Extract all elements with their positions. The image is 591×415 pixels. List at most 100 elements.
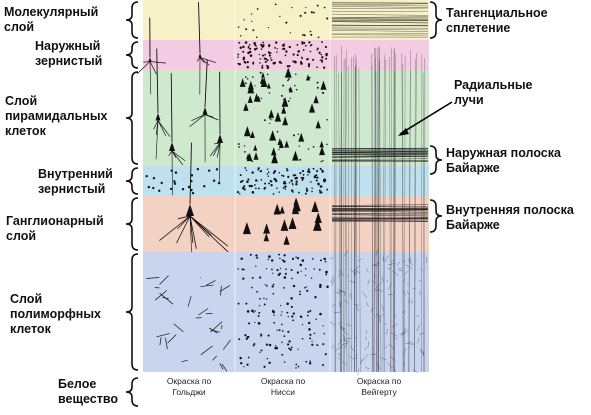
nissl-cell bbox=[251, 13, 252, 14]
nissl-cell bbox=[276, 51, 277, 52]
nissl-cell bbox=[317, 345, 318, 346]
nissl-cell bbox=[262, 45, 264, 47]
nissl-cell bbox=[255, 42, 256, 43]
nissl-cell bbox=[283, 260, 285, 262]
nissl-cell bbox=[322, 325, 323, 326]
nissl-cell bbox=[259, 305, 260, 306]
nissl-cell bbox=[268, 335, 270, 337]
nissl-cell bbox=[268, 45, 270, 47]
nissl-cell bbox=[321, 161, 323, 163]
nissl-cell bbox=[326, 144, 327, 145]
nissl-cell bbox=[292, 184, 294, 186]
nissl-cell bbox=[247, 66, 249, 68]
nissl-cell bbox=[309, 360, 311, 362]
nissl-cell bbox=[292, 183, 293, 184]
label-pyramidal-layer: Слой пирамидальных клеток bbox=[5, 94, 107, 139]
golgi-granule-cell bbox=[175, 171, 177, 173]
nissl-cell bbox=[269, 92, 270, 93]
nissl-cell bbox=[295, 177, 298, 180]
nissl-cell bbox=[310, 51, 312, 53]
label-outer-granular: Наружный зернистый bbox=[35, 39, 102, 69]
nissl-cell bbox=[295, 73, 296, 74]
nissl-cell bbox=[273, 314, 274, 315]
nissl-cell bbox=[306, 58, 308, 60]
nissl-cell bbox=[285, 55, 287, 57]
nissl-cell bbox=[308, 168, 310, 170]
nissl-cell bbox=[313, 12, 315, 14]
nissl-cell bbox=[321, 59, 323, 61]
nissl-cell bbox=[249, 185, 251, 187]
nissl-cell bbox=[311, 340, 312, 341]
nissl-cell bbox=[260, 335, 262, 337]
nissl-cell bbox=[300, 139, 301, 140]
golgi-granule-cell bbox=[208, 169, 210, 171]
nissl-cell bbox=[321, 54, 323, 56]
nissl-cell bbox=[251, 21, 252, 22]
nissl-cell bbox=[326, 54, 328, 56]
nissl-cell bbox=[266, 343, 268, 345]
nissl-cell bbox=[257, 169, 259, 171]
nissl-cell bbox=[326, 119, 328, 121]
label-inner-baillarger-band: Внутренняя полоска Байарже bbox=[446, 203, 574, 233]
nissl-cell bbox=[288, 347, 290, 349]
nissl-cell bbox=[302, 177, 304, 179]
golgi-granule-cell bbox=[213, 180, 215, 182]
nissl-cell bbox=[277, 330, 278, 331]
golgi-granule-cell bbox=[152, 187, 154, 189]
nissl-cell bbox=[244, 167, 246, 169]
nissl-cell bbox=[320, 191, 322, 193]
golgi-granule-cell bbox=[174, 183, 176, 185]
nissl-cell bbox=[305, 361, 307, 363]
nissl-cell bbox=[283, 99, 284, 100]
nissl-cell bbox=[312, 59, 314, 61]
nissl-cell bbox=[285, 274, 286, 275]
nissl-cell bbox=[244, 334, 246, 336]
nissl-cell bbox=[305, 275, 306, 276]
nissl-cell bbox=[261, 98, 262, 99]
caption-weigert-stain: Окраска по Вейгерту bbox=[334, 376, 424, 398]
nissl-cell bbox=[306, 189, 308, 191]
nissl-cell bbox=[298, 366, 300, 368]
nissl-cell bbox=[261, 67, 263, 69]
nissl-cell bbox=[275, 41, 277, 43]
nissl-cell bbox=[288, 100, 290, 102]
nissl-cell bbox=[274, 47, 276, 49]
nissl-cell bbox=[283, 187, 285, 189]
nissl-cell bbox=[266, 268, 267, 269]
nissl-cell bbox=[294, 85, 296, 87]
golgi-granule-cell bbox=[148, 186, 150, 188]
nissl-cell bbox=[252, 161, 253, 162]
nissl-cell bbox=[267, 67, 270, 70]
nissl-cell bbox=[322, 343, 324, 345]
nissl-cell bbox=[295, 256, 296, 257]
brace-tangential bbox=[430, 2, 442, 38]
nissl-cell bbox=[238, 146, 240, 148]
nissl-cell bbox=[245, 76, 247, 78]
nissl-cell bbox=[297, 257, 299, 259]
nissl-cell bbox=[268, 255, 271, 258]
nissl-cell bbox=[269, 55, 271, 57]
nissl-cell bbox=[322, 160, 323, 161]
nissl-cell bbox=[305, 268, 307, 270]
nissl-cell bbox=[260, 72, 262, 74]
nissl-cell bbox=[292, 258, 294, 260]
nissl-cell bbox=[243, 269, 245, 271]
nissl-cell bbox=[291, 315, 293, 317]
nissl-cell bbox=[240, 174, 242, 176]
nissl-cell bbox=[323, 258, 326, 261]
label-ganglionic-layer: Ганглионарный слой bbox=[6, 214, 104, 244]
nissl-cell bbox=[316, 180, 318, 182]
nissl-cell bbox=[243, 185, 245, 187]
nissl-cell bbox=[299, 159, 301, 161]
nissl-cell bbox=[296, 89, 298, 91]
nissl-cell bbox=[267, 59, 269, 61]
nissl-cell bbox=[293, 285, 295, 287]
band-inner-granular bbox=[143, 166, 429, 196]
nissl-cell bbox=[278, 149, 279, 150]
nissl-cell bbox=[282, 330, 284, 332]
nissl-cell bbox=[300, 271, 301, 272]
nissl-cell bbox=[278, 254, 280, 256]
nissl-cell bbox=[290, 180, 292, 182]
nissl-cell bbox=[254, 85, 255, 86]
nissl-cell bbox=[297, 54, 299, 56]
